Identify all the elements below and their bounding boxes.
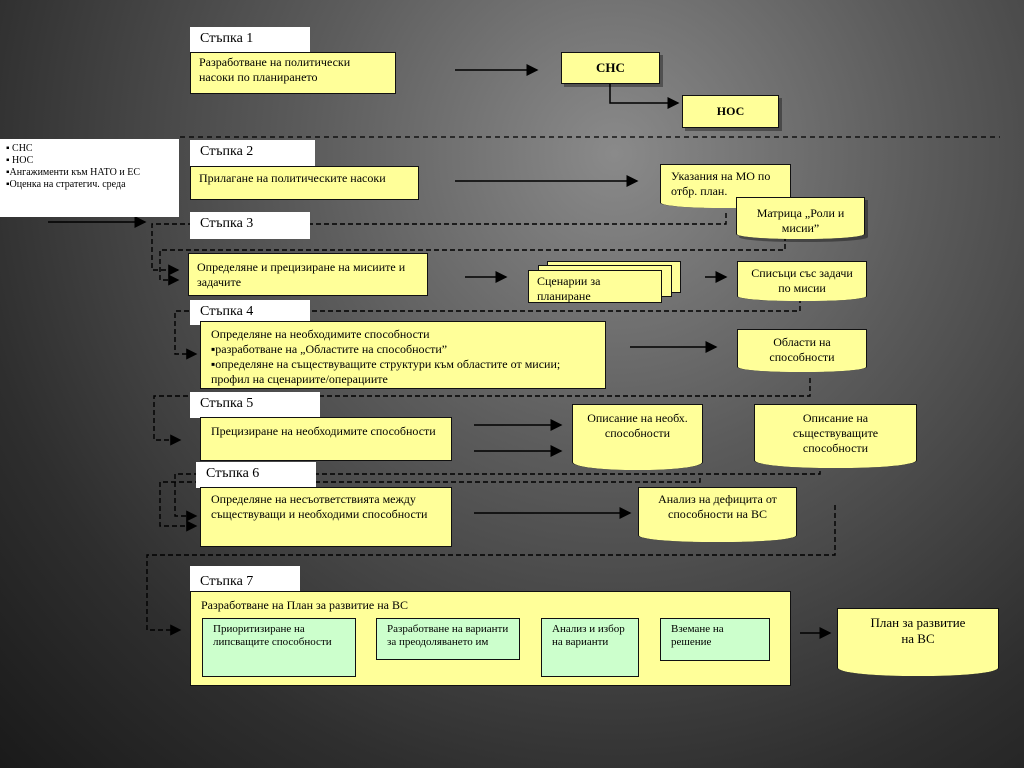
process-step-2: Прилагане на политическите насоки: [190, 166, 419, 200]
step-7-title: Разработване на План за развитие на ВС: [201, 598, 408, 612]
inputs-note: ▪ СНС ▪ НОС ▪Ангажименти към НАТО и ЕС ▪…: [0, 139, 179, 217]
note-item: ▪ НОС: [6, 155, 34, 166]
process-step-3: Определяне и прецизиране на мисиите и за…: [188, 253, 428, 296]
output-task-lists: Списъци със задачи по мисии: [737, 261, 867, 301]
output-mo-guidance: Указания на МО по отбр. план.: [660, 164, 791, 208]
output-roles-matrix: Матрица „Роли и мисии”: [736, 197, 865, 239]
note-item: ▪Оценка на стратегич. среда: [6, 179, 126, 190]
substep-analysis-choice: Анализ и избор на варианти: [541, 618, 639, 677]
step-4-bullet: ▪разработване на „Областите на способнос…: [211, 342, 448, 356]
process-step-1: Разработване на политически насоки по пл…: [190, 52, 396, 94]
step-4-label: Стъпка 4: [190, 300, 310, 325]
output-capability-areas: Области на способности: [737, 329, 867, 372]
step-7-label: Стъпка 7: [190, 566, 300, 594]
process-step-5: Прецизиране на необходимите способности: [200, 417, 452, 461]
substep-prioritize: Приоритизиране на липсващите способности: [202, 618, 356, 677]
output-deficit-analysis: Анализ на дефицита от способности на ВС: [638, 487, 797, 542]
step-4-title: Определяне на необходимите способности: [211, 327, 430, 341]
step-4-bullet: ▪определяне на съществуващите структури …: [211, 357, 561, 386]
output-existing-capabilities: Описание на съществуващите способности: [754, 404, 917, 468]
process-step-7: Разработване на План за развитие на ВС П…: [190, 591, 791, 686]
note-item: ▪Ангажименти към НАТО и ЕС: [6, 167, 141, 178]
step-6-label: Стъпка 6: [196, 462, 316, 488]
process-step-4: Определяне на необходимите способности ▪…: [200, 321, 606, 389]
step-2-label: Стъпка 2: [190, 140, 315, 167]
output-needed-capabilities: Описание на необх. способности: [572, 404, 703, 470]
output-development-plan: План за развитие на ВС: [837, 608, 999, 676]
note-item: ▪ СНС: [6, 143, 33, 154]
substep-decision: Вземане на решение: [660, 618, 770, 661]
step-5-label: Стъпка 5: [190, 392, 320, 418]
arrow-chs-nos: [609, 82, 680, 109]
output-chs: СНС: [561, 52, 660, 84]
step-1-label: Стъпка 1: [190, 27, 310, 53]
output-nos: НОС: [682, 95, 779, 128]
substep-develop-options: Разработване на варианти за преодоляване…: [376, 618, 520, 660]
step-3-label: Стъпка 3: [190, 212, 310, 239]
process-step-6: Определяне на несъответствията между същ…: [200, 487, 452, 547]
output-scenarios: Сценарии за планиране: [528, 270, 662, 303]
